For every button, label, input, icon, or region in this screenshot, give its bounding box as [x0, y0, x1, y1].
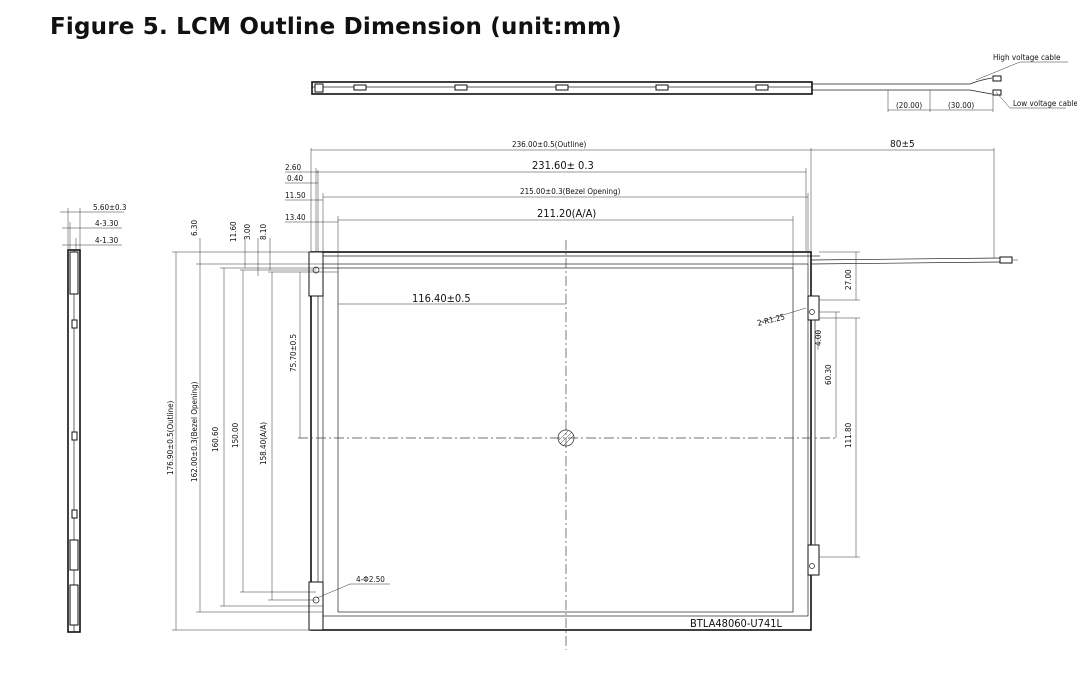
dim-active-width: 211.20(A/A)	[537, 207, 596, 220]
dim-75-70: 75.70±0.5	[289, 334, 298, 372]
dim-60-30: 60.30	[824, 364, 833, 385]
dim-outline-width: 236.00±0.5(Outline)	[512, 140, 586, 149]
top-view	[311, 61, 1068, 112]
dim-holes: 4-Φ2.50	[356, 575, 385, 584]
high-voltage-cable-label: High voltage cable	[993, 53, 1061, 62]
dim-radius: 2-R1.25	[756, 312, 786, 328]
low-voltage-cable-label: Low voltage cable	[1013, 99, 1077, 108]
page-title: Figure 5. LCM Outline Dimension (unit:mm…	[50, 14, 622, 40]
dim-8-10: 8.10	[259, 224, 268, 240]
side-view	[60, 208, 124, 633]
model-number: BTLA48060-U741L	[690, 617, 783, 630]
dim-3-00: 3.00	[243, 224, 252, 240]
dim-11-60: 11.60	[229, 221, 238, 242]
dim-13-40: 13.40	[285, 213, 306, 222]
dim-thickness: 5.60±0.3	[93, 203, 127, 212]
dim-160-60: 160.60	[211, 426, 220, 452]
dim-11-50: 11.50	[285, 191, 306, 200]
dim-bezel-height: 162.00±0.3(Bezel Opening)	[190, 381, 199, 482]
top-dimensions	[285, 148, 995, 268]
left-dimensions	[172, 238, 338, 631]
dim-active-height: 158.40(A/A)	[259, 422, 268, 465]
dim-231-60: 231.60± 0.3	[532, 159, 594, 172]
dim-27-00: 27.00	[844, 269, 853, 290]
dim-4-3-30: 4-3.30	[95, 219, 119, 228]
dim-0-40: 0.40	[287, 174, 303, 183]
dim-111-80: 111.80	[844, 422, 853, 448]
dim-116-40: 116.40±0.5	[412, 292, 471, 305]
dim-cable-length: 80±5	[890, 139, 915, 150]
dim-20: (20.00)	[896, 101, 922, 110]
dim-bezel-width: 215.00±0.3(Bezel Opening)	[520, 187, 621, 196]
dim-2-60: 2.60	[285, 163, 301, 172]
dim-4-1-30: 4-1.30	[95, 236, 119, 245]
front-view	[298, 240, 1018, 650]
dim-outline-height: 176.90±0.5(Outline)	[166, 401, 175, 475]
dim-30: (30.00)	[948, 101, 974, 110]
right-dimensions	[817, 251, 860, 558]
dim-150-00: 150.00	[231, 422, 240, 448]
dim-4-00: 4.00	[814, 330, 823, 346]
dim-6-30: 6.30	[190, 220, 199, 236]
